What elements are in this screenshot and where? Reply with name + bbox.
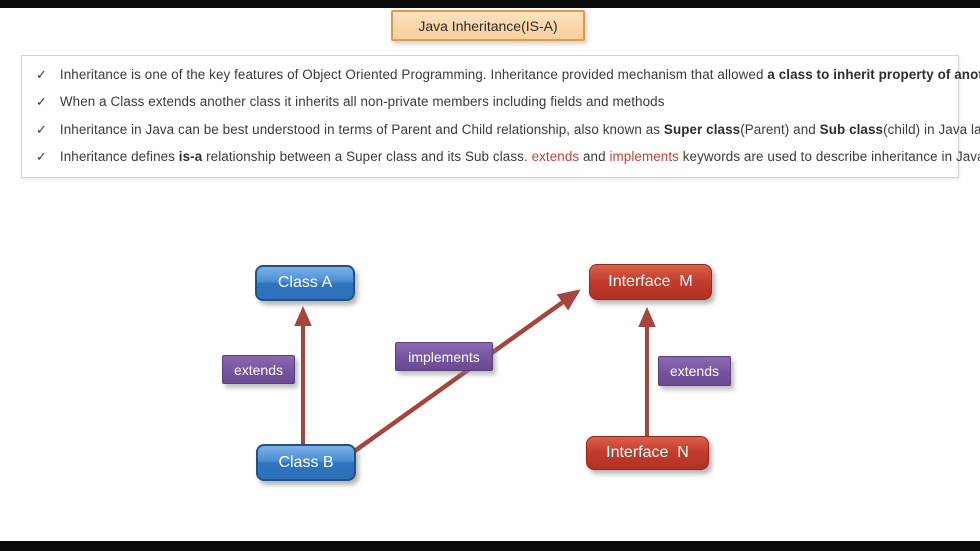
note-segment: Inheritance in Java can be best understo… <box>59 121 664 137</box>
edge-label-text: extends <box>669 363 720 379</box>
top-letterbox-bar <box>0 0 980 8</box>
notes-panel: ✓ Inheritance is one of the key features… <box>21 55 980 178</box>
note-segment: Inheritance defines <box>59 149 179 165</box>
bottom-letterbox-bar <box>0 541 980 551</box>
edge-label-text: extends <box>233 361 284 378</box>
note-text: Inheritance in Java can be best understo… <box>60 122 980 139</box>
note-text: Inheritance is one of the key features o… <box>60 67 980 84</box>
note-text: Inheritance defines is-a relationship be… <box>60 149 980 166</box>
node-class-a: Class A <box>255 265 355 301</box>
note-segment: When a Class extends another class it in… <box>59 94 665 110</box>
note-segment: Sub class <box>819 121 884 137</box>
implements-arrow-classb-to-interfacem <box>350 289 581 455</box>
note-segment-keyword: extends <box>531 149 580 165</box>
node-interface-n: Interface N <box>586 436 709 470</box>
note-segment: relationship between a Super class and i… <box>202 149 532 165</box>
checkmark-icon: ✓ <box>36 149 47 165</box>
checkmark-icon: ✓ <box>36 66 47 82</box>
note-segment: Inheritance is one of the key features o… <box>59 66 768 82</box>
edge-label-extends-left: extends <box>222 355 295 384</box>
node-label: Interface N <box>606 444 689 461</box>
note-item: ✓ When a Class extends another class it … <box>36 94 944 111</box>
note-segment: keywords are used to describe inheritanc… <box>678 149 980 165</box>
checkmark-icon: ✓ <box>36 94 47 110</box>
node-interface-m: Interface M <box>589 264 712 300</box>
note-item: ✓ Inheritance defines is-a relationship … <box>36 149 980 166</box>
node-label: Interface M <box>608 273 693 290</box>
note-segment-keyword: implements <box>609 149 679 165</box>
note-text: When a Class extends another class it in… <box>60 94 665 111</box>
edge-label-extends-right: extends <box>658 356 731 386</box>
note-segment: (Parent) and <box>740 121 820 137</box>
edge-label-implements: implements <box>395 342 493 371</box>
checkmark-icon: ✓ <box>36 121 47 137</box>
page-title: Java Inheritance(IS-A) <box>418 17 558 34</box>
note-segment: is-a <box>178 149 203 165</box>
node-label: Class B <box>278 453 334 471</box>
note-segment: (child) in Java language. <box>883 121 980 137</box>
note-item: ✓ Inheritance is one of the key features… <box>36 66 980 84</box>
note-segment: and <box>579 149 610 165</box>
note-segment: Super class <box>663 121 741 137</box>
note-segment: a class to inherit property of another c… <box>767 66 980 82</box>
node-class-b: Class B <box>256 444 356 481</box>
note-item: ✓ Inheritance in Java can be best unders… <box>36 121 980 139</box>
title-box: Java Inheritance(IS-A) <box>391 10 585 41</box>
node-label: Class A <box>277 274 333 291</box>
edge-label-text: implements <box>408 348 480 365</box>
